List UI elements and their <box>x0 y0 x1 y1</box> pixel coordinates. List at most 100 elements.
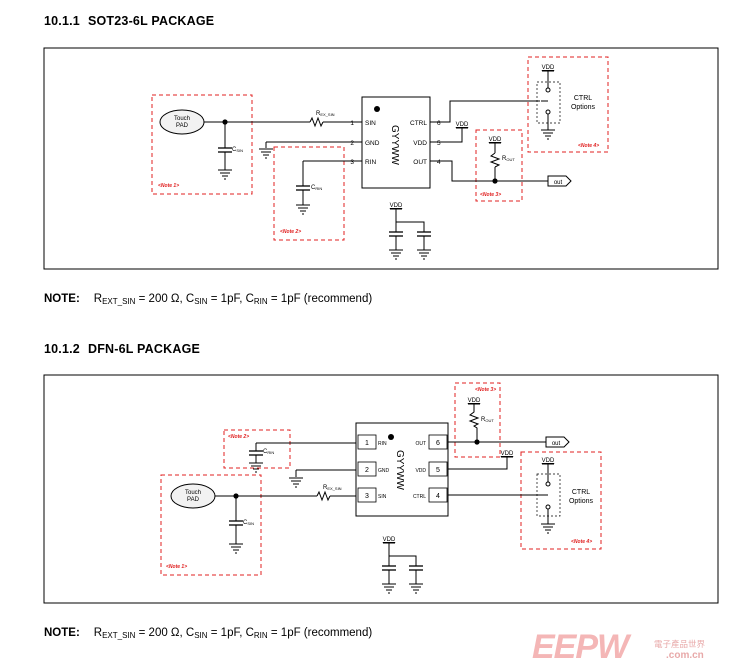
pin-name: VDD <box>413 140 427 147</box>
pin-name: SIN <box>378 494 387 500</box>
ic-chip-sot23 <box>361 96 431 189</box>
note2-box <box>273 146 345 241</box>
vdd-label: VDD <box>501 451 514 457</box>
touch-pad <box>170 483 216 509</box>
pin-name: SIN <box>365 120 376 127</box>
c-rin-cap <box>248 450 264 456</box>
touch-pad-label-1: Touch <box>174 116 190 122</box>
note-c2-val: = 1pF (recommend) <box>267 627 373 639</box>
out-label: out <box>552 441 561 447</box>
r-out <box>468 404 480 442</box>
note-line-2: NOTE:REXT_SIN = 200 Ω, CSIN = 1pF, CRIN … <box>44 627 372 640</box>
note-r: R <box>93 627 103 639</box>
c-rin-label: CRIN <box>263 449 274 455</box>
pin-number: 1 <box>350 120 354 127</box>
c-sin-label: CSIN <box>243 520 254 526</box>
pin-number: 3 <box>365 493 369 500</box>
schematic-frame-sot23 <box>43 47 719 270</box>
pin1-dot <box>374 106 380 112</box>
out-label: out <box>554 180 563 186</box>
section-title: SOT23-6L PACKAGE <box>87 14 215 28</box>
ctrl-label-2: Options <box>571 104 596 111</box>
pin-number: 2 <box>350 140 354 147</box>
watermark-brand: EEPW <box>532 628 629 666</box>
watermark-tagline: 電子產品世界 <box>654 639 706 649</box>
ground-symbol <box>540 523 556 534</box>
touch-pad-label-1: Touch <box>185 490 201 496</box>
pin-number: 6 <box>437 120 441 127</box>
pin-name: OUT <box>415 441 426 447</box>
pin-pad <box>357 461 377 477</box>
pin-number: 4 <box>436 493 440 500</box>
pin-number: 5 <box>436 467 440 474</box>
vdd-label: VDD <box>390 203 403 209</box>
pin-name: OUT <box>413 159 427 166</box>
vdd-label: VDD <box>542 458 555 464</box>
note-prefix: NOTE: <box>44 293 80 305</box>
schematic-frame-dfn <box>43 374 719 604</box>
c-sin-label: CSIN <box>232 147 243 153</box>
r-out <box>489 152 501 168</box>
note3-box <box>454 382 501 458</box>
ctrl-label-1: CTRL <box>572 489 590 496</box>
note4-label: <Note 4> <box>571 539 592 545</box>
pin-pad <box>428 434 448 450</box>
note-line-1: NOTE:REXT_SIN = 200 Ω, CSIN = 1pF, CRIN … <box>44 293 372 306</box>
note1-box <box>151 94 253 195</box>
vdd-label: VDD <box>468 398 481 404</box>
pin-number: 6 <box>436 440 440 447</box>
note-r-sub: EXT_SIN <box>102 631 136 640</box>
pin-pad <box>357 487 377 503</box>
watermark-url: .com.cn <box>666 650 704 661</box>
note2-label: <Note 2> <box>280 229 301 235</box>
note3-label: <Note 3> <box>475 387 496 393</box>
pin-name: GND <box>365 140 380 147</box>
pin-name: RIN <box>378 441 387 447</box>
note-r-val: = 200 Ω, C <box>135 627 195 639</box>
note-r: R <box>93 293 103 305</box>
section-number: 10.1.2 <box>44 342 80 356</box>
c-rin-cap <box>295 185 311 191</box>
c-rin-label: CRIN <box>311 185 322 191</box>
pin-number: 1 <box>365 440 369 447</box>
pin-name: GND <box>378 468 390 474</box>
out-connector <box>545 436 570 448</box>
note4-label: <Note 4> <box>578 143 599 149</box>
note3-label: <Note 3> <box>480 192 501 198</box>
pin-pad <box>428 461 448 477</box>
note4-box <box>520 451 602 550</box>
note-prefix: NOTE: <box>44 627 80 639</box>
vdd-label: VDD <box>489 137 502 143</box>
note2-label: <Note 2> <box>228 434 249 440</box>
decoupling-cap <box>408 565 424 571</box>
r-out-label: ROUT <box>481 417 494 423</box>
ground-symbol <box>388 249 404 260</box>
out-connector <box>547 175 572 187</box>
pin-number: 4 <box>437 159 441 166</box>
pin-pad <box>428 487 448 503</box>
r-out-label: ROUT <box>502 156 515 162</box>
chip-marking: GYYWW <box>389 125 400 166</box>
note-c2-sub: RIN <box>253 297 268 306</box>
note1-label: <Note 1> <box>166 564 187 570</box>
pin-number: 3 <box>350 159 354 166</box>
ground-symbol <box>295 204 311 215</box>
vdd-label: VDD <box>456 122 469 128</box>
touch-pad <box>159 109 205 135</box>
r-ex-sin-label: REX_SIN <box>323 485 342 491</box>
ground-symbol <box>217 169 233 180</box>
ground-symbol <box>416 249 432 260</box>
note2-box <box>223 429 291 469</box>
note-c1-sub: SIN <box>194 631 208 640</box>
ground-symbol <box>228 543 244 554</box>
c-sin-cap <box>228 520 244 526</box>
ground-symbol <box>540 129 556 140</box>
note-r-val: = 200 Ω, C <box>135 293 195 305</box>
r-ex-sin-label: REX_SIN <box>316 111 335 117</box>
decoupling-cap <box>416 231 432 237</box>
touch-pad-label-2: PAD <box>176 123 189 129</box>
note-c1-val: = 1pF, C <box>207 293 254 305</box>
decoupling-cap <box>381 565 397 571</box>
